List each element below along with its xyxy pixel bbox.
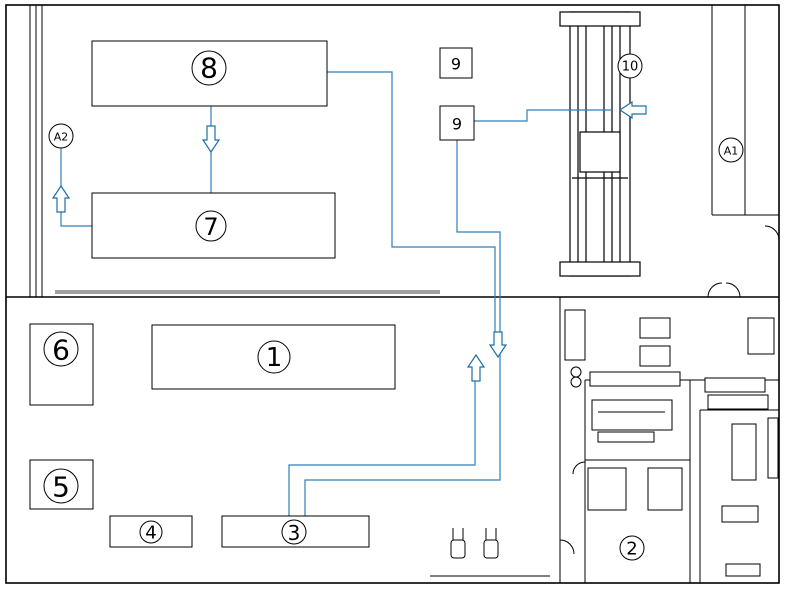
flow-arrows: [51, 100, 647, 382]
zone-2-label: 2: [626, 539, 637, 560]
zone-9b-label: 9: [452, 115, 462, 134]
zone-5-label: 5: [52, 471, 70, 504]
zone-6-label: 6: [52, 334, 70, 367]
zone-4-label: 4: [145, 523, 156, 544]
door-swings: [559, 225, 780, 555]
arrow-down-to-3: [488, 331, 508, 359]
zone-3-label: 3: [288, 521, 301, 545]
zone-boxes: [29, 40, 475, 548]
zone-8-label: 8: [200, 52, 218, 85]
zone-label-circles: [43, 50, 744, 561]
process-flow-lines: [60, 71, 612, 516]
office-furniture: [564, 309, 779, 577]
arrow-up-from-3: [466, 353, 486, 382]
zone-7-label: 7: [203, 213, 218, 241]
zone-9a-box: [439, 47, 473, 79]
arrow-up-to-a2: [51, 184, 71, 213]
equipment-10-gantry: [559, 11, 641, 277]
zone-9b-box: [439, 105, 475, 141]
zone-labels: 8 7 1 6 5 4 3 2 10 9 9 A2 A1: [52, 52, 738, 560]
zone-10-label: 10: [622, 60, 639, 75]
zone-a1-label: A1: [724, 145, 739, 158]
operator-stations: [450, 528, 499, 559]
zone-9a-label: 9: [451, 55, 461, 74]
wall-marks: [55, 290, 440, 294]
zone-1-label: 1: [266, 343, 283, 373]
arrow-left-from-a1: [618, 100, 647, 120]
arrow-down-8-to-7: [201, 125, 221, 154]
zone-a2-label: A2: [54, 131, 69, 144]
